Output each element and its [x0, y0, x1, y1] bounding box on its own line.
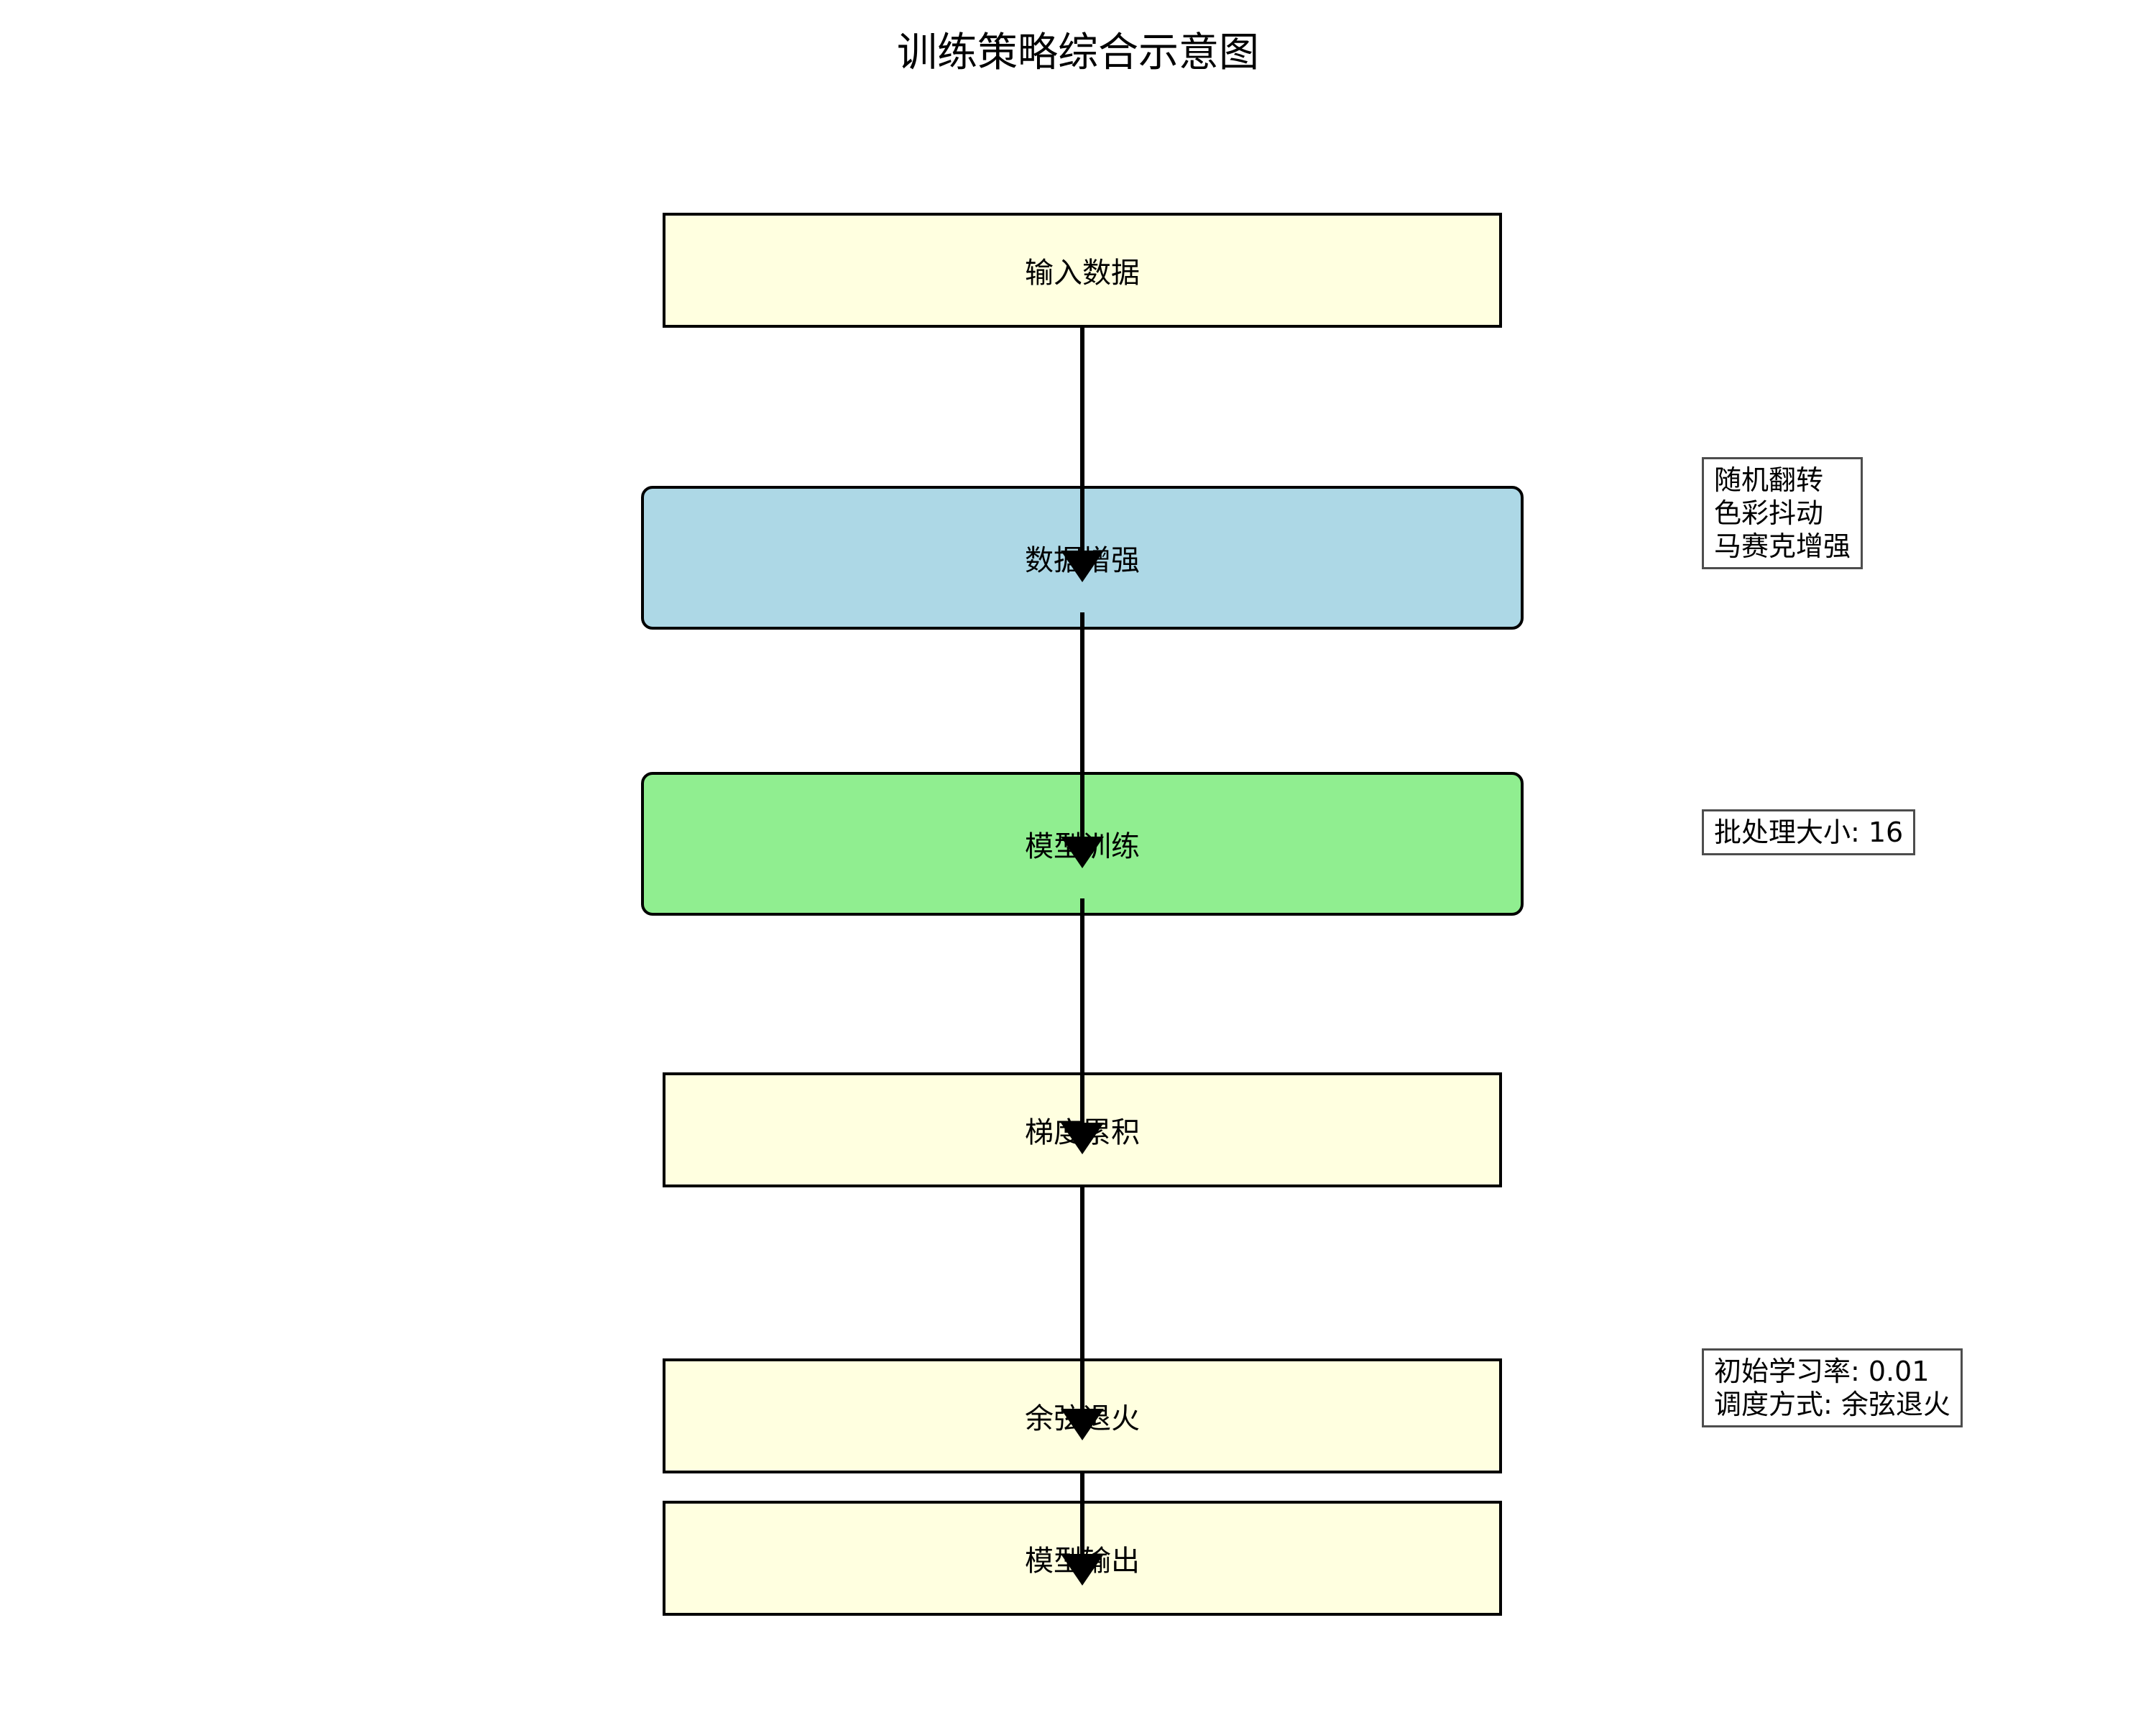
arrowhead-5 [1061, 1554, 1104, 1586]
node-input-data: 输入数据 [663, 213, 1502, 328]
note-learning-rate-schedule: 初始学习率: 0.01 调度方式: 余弦退火 [1702, 1348, 1963, 1427]
note-line: 批处理大小: 16 [1714, 816, 1904, 848]
note-line: 马赛克增强 [1714, 530, 1851, 562]
note-line: 色彩抖动 [1714, 497, 1824, 529]
arrowhead-3 [1061, 1123, 1104, 1154]
note-batch-size: 批处理大小: 16 [1702, 809, 1916, 855]
note-line: 随机翻转 [1714, 464, 1824, 496]
note-augmentation-methods: 随机翻转 色彩抖动 马赛克增强 [1702, 457, 1864, 569]
note-line: 初始学习率: 0.01 [1714, 1356, 1930, 1387]
arrowhead-1 [1061, 551, 1104, 582]
diagram-title: 训练策略综合示意图 [897, 29, 1259, 76]
note-line: 调度方式: 余弦退火 [1714, 1389, 1950, 1420]
node-label: 输入数据 [1025, 257, 1140, 290]
arrowhead-4 [1061, 1409, 1104, 1440]
arrowhead-2 [1061, 837, 1104, 868]
